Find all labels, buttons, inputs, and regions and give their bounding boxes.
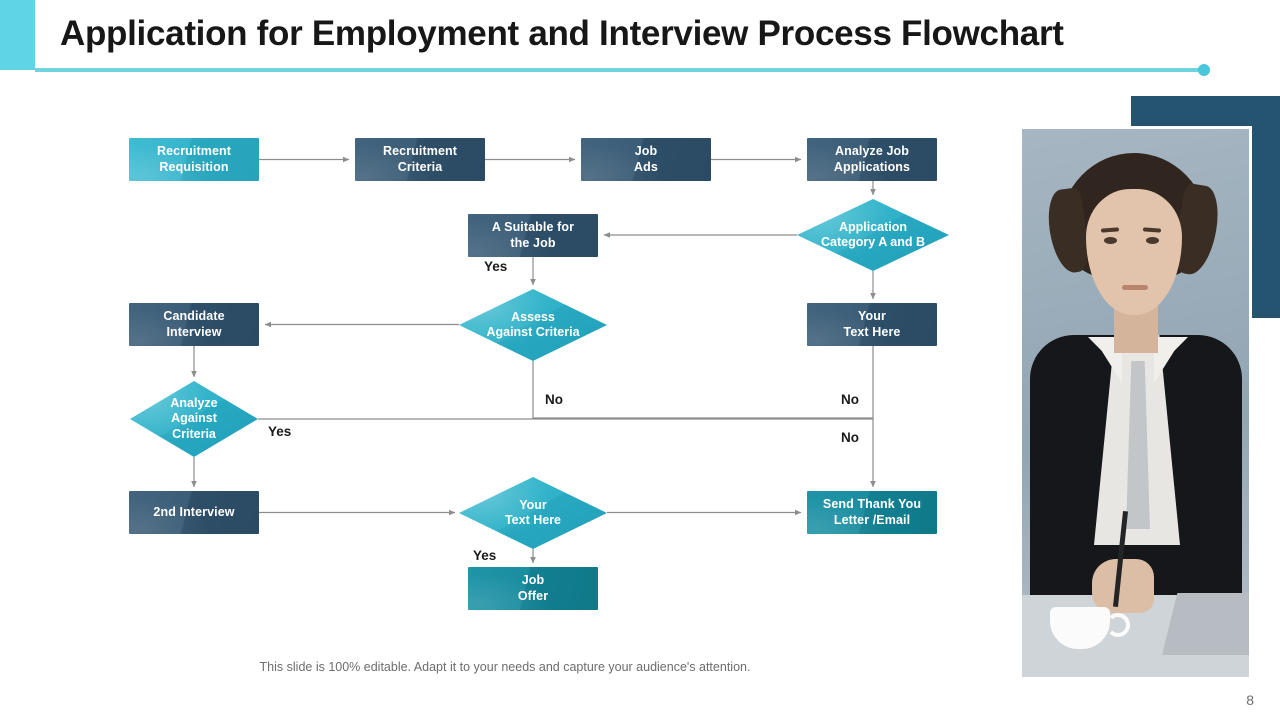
node-label-line1: Your [858,309,886,324]
node-label-line2: Against [171,411,217,426]
node-recruitment-criteria[interactable]: Recruitment Criteria [355,138,485,181]
node-your-text-here-right[interactable]: Your Text Here [807,303,937,346]
edge-label-yes-offer: Yes [473,548,497,563]
node-label-line2: Offer [517,588,549,603]
node-label-line1: Job [521,573,545,588]
flowchart: Recruitment Requisition Recruitment Crit… [129,138,949,674]
photo-eye-left [1104,237,1117,244]
node-label-line2: the Job [510,235,556,250]
edge-label-yes-suitable: Yes [484,259,508,274]
photo-cup-handle [1106,613,1130,637]
node-application-category[interactable]: Application Category A and B [797,199,949,271]
node-label-line2: Category A and B [821,235,925,249]
node-job-ads[interactable]: Job Ads [581,138,711,181]
node-label-line1: Analyze Job [834,144,910,159]
node-job-offer[interactable]: Job Offer [468,567,598,610]
node-label-line2: Interview [166,324,222,339]
node-recruitment-requisition[interactable]: Recruitment Requisition [129,138,259,181]
node-label-line3: Criteria [172,426,216,441]
diamond-label: Assess Against Criteria [459,289,607,361]
node-label-line1: Analyze [170,396,218,411]
node-second-interview[interactable]: 2nd Interview [129,491,259,534]
editable-note: This slide is 100% editable. Adapt it to… [259,660,751,674]
photo-laptop [1162,593,1249,655]
photo-face [1086,189,1182,315]
node-label-line2: Letter /Email [833,512,911,527]
node-label-line1: Send Thank You [822,497,922,512]
edge-label-no-lower-right: No [841,430,859,445]
node-label-line1: Job [634,144,658,159]
node-label-line1: A Suitable for [491,220,575,235]
node-label-line1: Candidate [163,309,225,324]
photo-eye-right [1146,237,1159,244]
node-your-text-here-center[interactable]: Your Text Here [459,477,607,549]
diamond-label: Your Text Here [459,477,607,549]
node-label-line1: Recruitment [156,144,232,159]
node-label-line1: Recruitment [382,144,458,159]
edge-label-no-assess: No [545,392,563,407]
node-label-line2: Text Here [504,513,562,527]
diamond-label: Application Category A and B [797,199,949,271]
photo-hand [1092,559,1154,613]
node-label-line1: Assess [511,309,555,324]
header-accent-bar [0,0,35,70]
page-title: Application for Employment and Interview… [60,14,1064,53]
node-assess-against-criteria[interactable]: Assess Against Criteria [459,289,607,361]
node-a-suitable-for-the-job[interactable]: A Suitable for the Job [468,214,598,257]
edge-label-no-upper-right: No [841,392,859,407]
node-label-line2: Ads [634,159,658,174]
header-underline [35,68,1203,72]
node-label-line2: Text Here [843,324,901,339]
node-label-line2: Requisition [159,159,229,174]
node-candidate-interview[interactable]: Candidate Interview [129,303,259,346]
node-send-thank-you-letter[interactable]: Send Thank You Letter /Email [807,491,937,534]
header-end-dot-icon [1198,64,1210,76]
page-number: 8 [1246,692,1254,708]
node-label-line1: 2nd Interview [153,504,235,519]
node-label-line2: Criteria [397,159,443,174]
node-analyze-job-applications[interactable]: Analyze Job Applications [807,138,937,181]
node-label-line1: Your [519,497,547,512]
node-analyze-against-criteria[interactable]: Analyze Against Criteria [130,381,258,457]
node-label-line2: Applications [833,159,911,174]
photo-mouth [1122,285,1148,290]
edge-label-yes-analyze: Yes [268,424,292,439]
portrait-photo [1019,126,1252,680]
node-label-line2: Against Criteria [486,325,580,339]
node-label-line1: Application [838,219,908,234]
photo-coffee-cup [1050,607,1110,649]
diamond-label: Analyze Against Criteria [130,381,258,457]
